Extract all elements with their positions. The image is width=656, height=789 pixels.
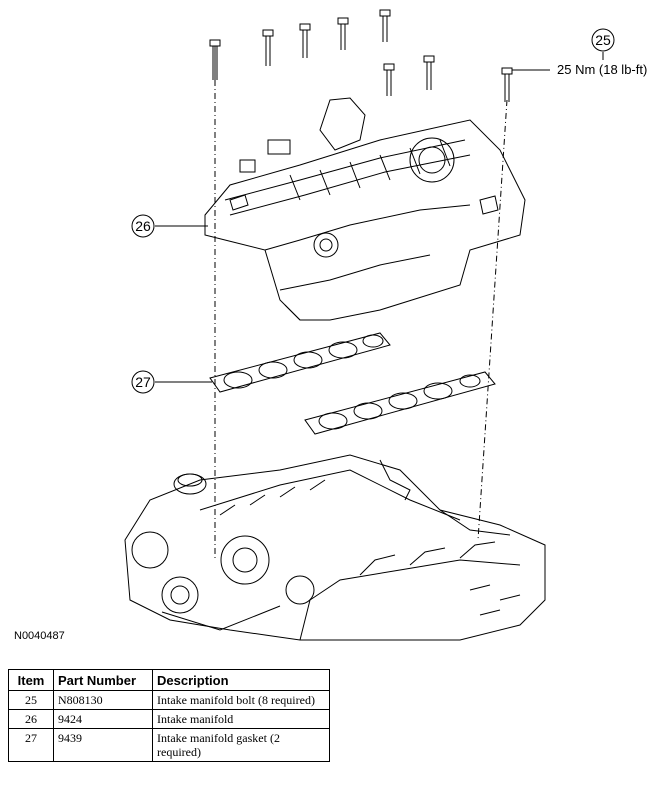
bolt [262, 29, 274, 66]
cell-part-number: 9439 [53, 728, 153, 762]
bolt [379, 9, 391, 42]
intake-manifold-gasket-right [304, 371, 496, 435]
exploded-view-diagram: 25 25 Nm (18 lb-ft) 26 27 [124, 9, 647, 641]
alignment-lines [214, 80, 508, 560]
table-row: 27 9439 Intake manifold gasket (2 requir… [8, 728, 330, 762]
bolt [209, 39, 221, 80]
cell-item: 27 [8, 728, 54, 762]
cell-part-number: 9424 [53, 709, 153, 729]
table-row: 25 N808130 Intake manifold bolt (8 requi… [8, 690, 330, 710]
intake-manifold-gasket-left [209, 332, 391, 393]
callout-27: 27 [131, 370, 155, 394]
bolt [501, 67, 513, 102]
header-description: Description [152, 669, 330, 691]
table-row: 26 9424 Intake manifold [8, 709, 330, 729]
engine-block [124, 454, 546, 641]
bolt [423, 55, 435, 90]
intake-manifold [204, 97, 526, 321]
callout-25-number: 25 [595, 32, 611, 48]
table-header-row: Item Part Number Description [8, 669, 330, 691]
cell-item: 25 [8, 690, 54, 710]
parts-table: Item Part Number Description 25 N808130 … [8, 669, 330, 762]
header-part-number: Part Number [53, 669, 153, 691]
callout-26-number: 26 [135, 218, 151, 234]
callout-26: 26 [131, 214, 155, 238]
cell-description: Intake manifold [152, 709, 330, 729]
figure-id: N0040487 [14, 630, 65, 642]
cell-description: Intake manifold bolt (8 required) [152, 690, 330, 710]
callout-25: 25 [591, 28, 615, 52]
intake-manifold-bolts [209, 9, 513, 102]
cell-part-number: N808130 [53, 690, 153, 710]
cell-item: 26 [8, 709, 54, 729]
callout-27-number: 27 [135, 374, 151, 390]
cell-description: Intake manifold gasket (2 required) [152, 728, 330, 762]
header-item: Item [8, 669, 54, 691]
torque-spec-label: 25 Nm (18 lb-ft) [557, 62, 647, 77]
bolt [337, 17, 349, 50]
bolt [383, 63, 395, 96]
bolt [299, 23, 311, 58]
